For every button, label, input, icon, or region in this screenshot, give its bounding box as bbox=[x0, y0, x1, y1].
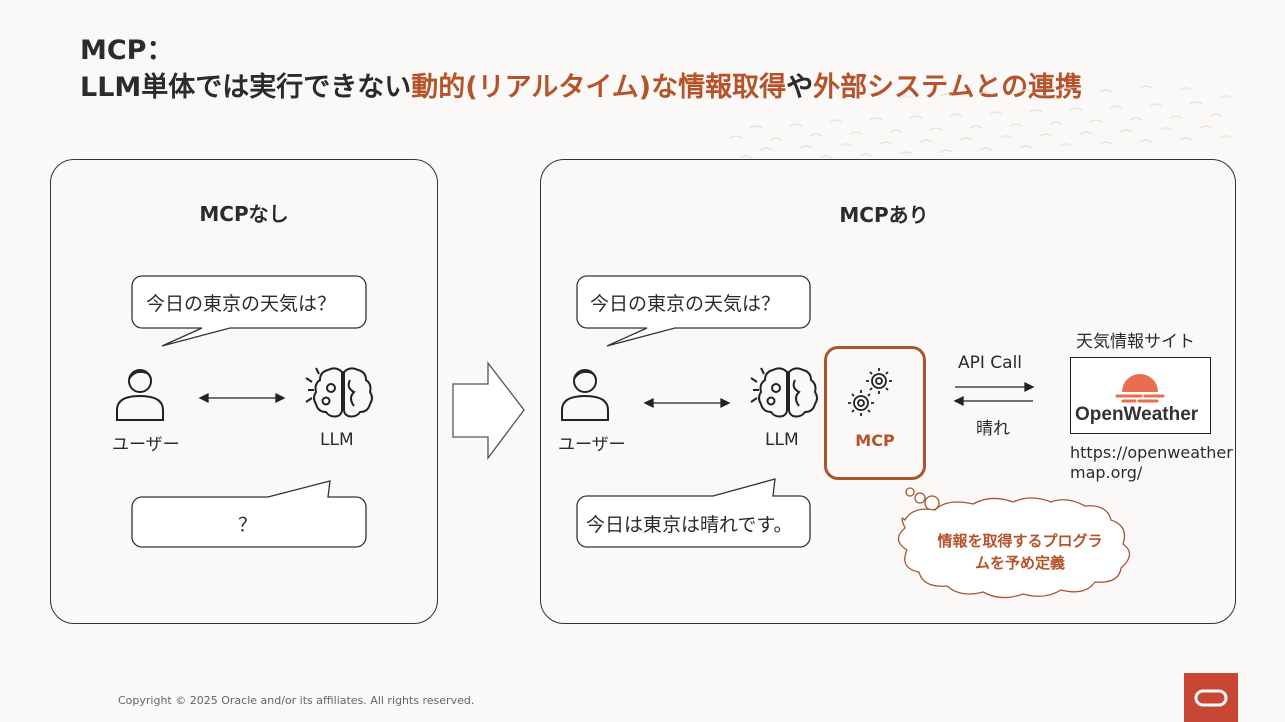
site-label: 天気情報サイト bbox=[1076, 332, 1195, 352]
answer-text-left: ？ bbox=[238, 514, 258, 536]
llm-label-right: LLM bbox=[765, 430, 799, 450]
double-arrow-right bbox=[643, 397, 731, 409]
thought-cloud bbox=[897, 487, 1131, 599]
cloud-text: 情報を取得するプログラ ムを予め定義 bbox=[910, 530, 1130, 574]
llm-label-left: LLM bbox=[320, 430, 354, 450]
slide-title: MCP： LLM単体では実行できない動的(リアルタイム)な情報取得や外部システム… bbox=[80, 32, 1082, 106]
title-accent-2: 外部システムとの連携 bbox=[813, 72, 1083, 103]
title-line-2: LLM単体では実行できない動的(リアルタイム)な情報取得や外部システムとの連携 bbox=[80, 69, 1082, 106]
cloud-text-line-1: 情報を取得するプログラ bbox=[937, 532, 1103, 550]
brain-gears-icon bbox=[750, 367, 818, 418]
site-url-line-2[interactable]: map.org/ bbox=[1070, 463, 1143, 482]
user-icon bbox=[116, 369, 164, 421]
oracle-ring-icon bbox=[1194, 689, 1228, 707]
panel-title-without-mcp: MCPなし bbox=[199, 202, 289, 226]
mcp-box: MCP bbox=[824, 346, 926, 480]
title-text-2: や bbox=[786, 72, 814, 103]
panel-title-with-mcp: MCPあり bbox=[839, 203, 929, 227]
user-label-right: ユーザー bbox=[558, 435, 626, 455]
question-bubble-right bbox=[576, 275, 811, 347]
double-arrow-left bbox=[198, 392, 286, 404]
question-text-left: 今日の東京の天気は？ bbox=[146, 293, 337, 315]
question-text-right: 今日の東京の天気は？ bbox=[590, 293, 781, 315]
user-icon bbox=[561, 369, 609, 421]
openweather-logo-text: OpenWeather bbox=[1075, 404, 1199, 425]
title-text-1: LLM単体では実行できない bbox=[80, 72, 412, 103]
gears-icon bbox=[848, 368, 892, 416]
answer-bubble-left bbox=[131, 480, 367, 548]
transition-arrow bbox=[452, 361, 525, 460]
copyright-text: Copyright © 2025 Oracle and/or its affil… bbox=[118, 694, 475, 707]
sun-logo-icon bbox=[1115, 374, 1165, 403]
site-url-line-1[interactable]: https://openweather bbox=[1070, 443, 1233, 462]
decorative-pattern bbox=[729, 85, 1233, 163]
answer-bubble-right bbox=[576, 478, 811, 548]
answer-text-right: 今日は東京は晴れです。 bbox=[586, 514, 793, 536]
response-label: 晴れ bbox=[976, 419, 1010, 439]
openweather-logo: OpenWeather bbox=[1070, 357, 1211, 434]
question-bubble-left bbox=[131, 275, 367, 347]
mcp-label: MCP bbox=[855, 431, 895, 450]
user-label-left: ユーザー bbox=[112, 435, 180, 455]
title-line-1: MCP： bbox=[80, 35, 174, 66]
brain-gears-icon bbox=[305, 367, 373, 418]
api-call-arrow bbox=[955, 381, 1035, 393]
title-accent-1: 動的(リアルタイム)な情報取得 bbox=[411, 72, 787, 103]
api-call-label: API Call bbox=[958, 353, 1023, 373]
cloud-text-line-2: ムを予め定義 bbox=[974, 554, 1065, 572]
oracle-logo bbox=[1184, 673, 1238, 722]
response-arrow bbox=[953, 395, 1033, 407]
